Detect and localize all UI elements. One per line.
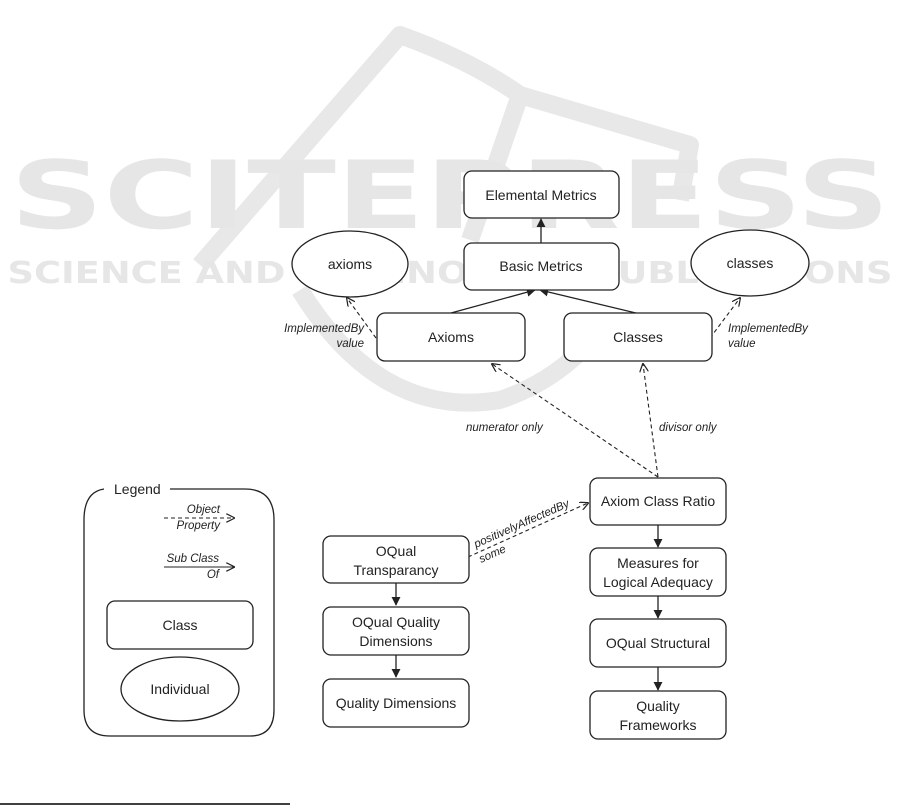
- legend-subclass-label-2: Of: [207, 569, 221, 581]
- edge-label-implementedby-right-1: ImplementedBy: [728, 323, 809, 335]
- legend-object-property-label-2: Property: [177, 520, 222, 532]
- node-basic-metrics[interactable]: Basic Metrics: [463, 242, 620, 291]
- node-axioms-individual[interactable]: axioms: [291, 230, 409, 298]
- edge-numerator-only: [492, 364, 659, 478]
- node-label: Measures for: [617, 555, 699, 571]
- edge-classes-to-basic: [539, 287, 637, 314]
- node-label: Basic Metrics: [499, 258, 582, 274]
- node-classes-class[interactable]: Classes: [563, 312, 713, 362]
- edge-positively-affected-by: [467, 503, 588, 558]
- node-quality-frameworks[interactable]: Quality Frameworks: [589, 690, 727, 740]
- legend-subclass-label-1: Sub Class: [167, 553, 220, 565]
- edge-label-positively-affected-by: positivelyAffectedBy: [471, 497, 572, 551]
- node-axiom-class-ratio[interactable]: Axiom Class Ratio: [589, 477, 727, 526]
- edge-label-divisor-only: divisor only: [659, 422, 718, 434]
- node-label: Axiom Class Ratio: [601, 493, 716, 509]
- edge-divisor-only: [643, 364, 659, 478]
- edge-label-numerator-only: numerator only: [466, 422, 544, 434]
- node-label: axioms: [328, 256, 372, 272]
- legend-object-property-label-1: Object: [187, 504, 221, 516]
- node-label: OQual Quality: [352, 614, 440, 630]
- node-label: Elemental Metrics: [485, 187, 596, 203]
- node-label: OQual: [376, 543, 416, 559]
- edge-axioms-to-basic: [450, 287, 536, 314]
- node-label: Dimensions: [359, 633, 432, 649]
- node-measures-logical-adequacy[interactable]: Measures for Logical Adequacy: [589, 547, 727, 597]
- node-elemental-metrics[interactable]: Elemental Metrics: [463, 170, 620, 219]
- node-label: Classes: [613, 329, 663, 345]
- node-oqual-quality-dimensions[interactable]: OQual Quality Dimensions: [322, 606, 470, 656]
- node-label: Axioms: [428, 329, 474, 345]
- node-label: classes: [727, 255, 774, 271]
- node-label: Transparancy: [353, 562, 438, 578]
- edge-classes-implementedby: [709, 298, 740, 339]
- edges: [347, 218, 740, 691]
- node-label: OQual Structural: [606, 635, 710, 651]
- legend-title: Legend: [114, 481, 161, 497]
- legend: Legend Object Property Sub Class Of Clas…: [83, 481, 275, 737]
- node-label: Frameworks: [619, 717, 696, 733]
- legend-class-label: Class: [162, 617, 197, 633]
- legend-individual-shape: [120, 656, 240, 722]
- node-label: Quality: [636, 698, 680, 714]
- legend-class-shape: [106, 600, 254, 650]
- node-label: Logical Adequacy: [603, 574, 713, 590]
- node-quality-dimensions[interactable]: Quality Dimensions: [322, 678, 470, 728]
- edge-axioms-implementedby: [347, 298, 377, 339]
- node-classes-individual[interactable]: classes: [690, 229, 810, 297]
- node-label: Quality Dimensions: [336, 695, 457, 711]
- legend-individual-label: Individual: [150, 681, 209, 697]
- edge-label-implementedby-right-2: value: [728, 338, 756, 350]
- edge-label-implementedby-left-1: ImplementedBy: [284, 323, 365, 335]
- node-oqual-transparancy[interactable]: OQual Transparancy: [322, 535, 470, 584]
- node-oqual-structural[interactable]: OQual Structural: [589, 618, 727, 668]
- node-axioms-class[interactable]: Axioms: [376, 312, 526, 362]
- edge-label-implementedby-left-2: value: [337, 338, 365, 350]
- legend-frame: [83, 488, 275, 737]
